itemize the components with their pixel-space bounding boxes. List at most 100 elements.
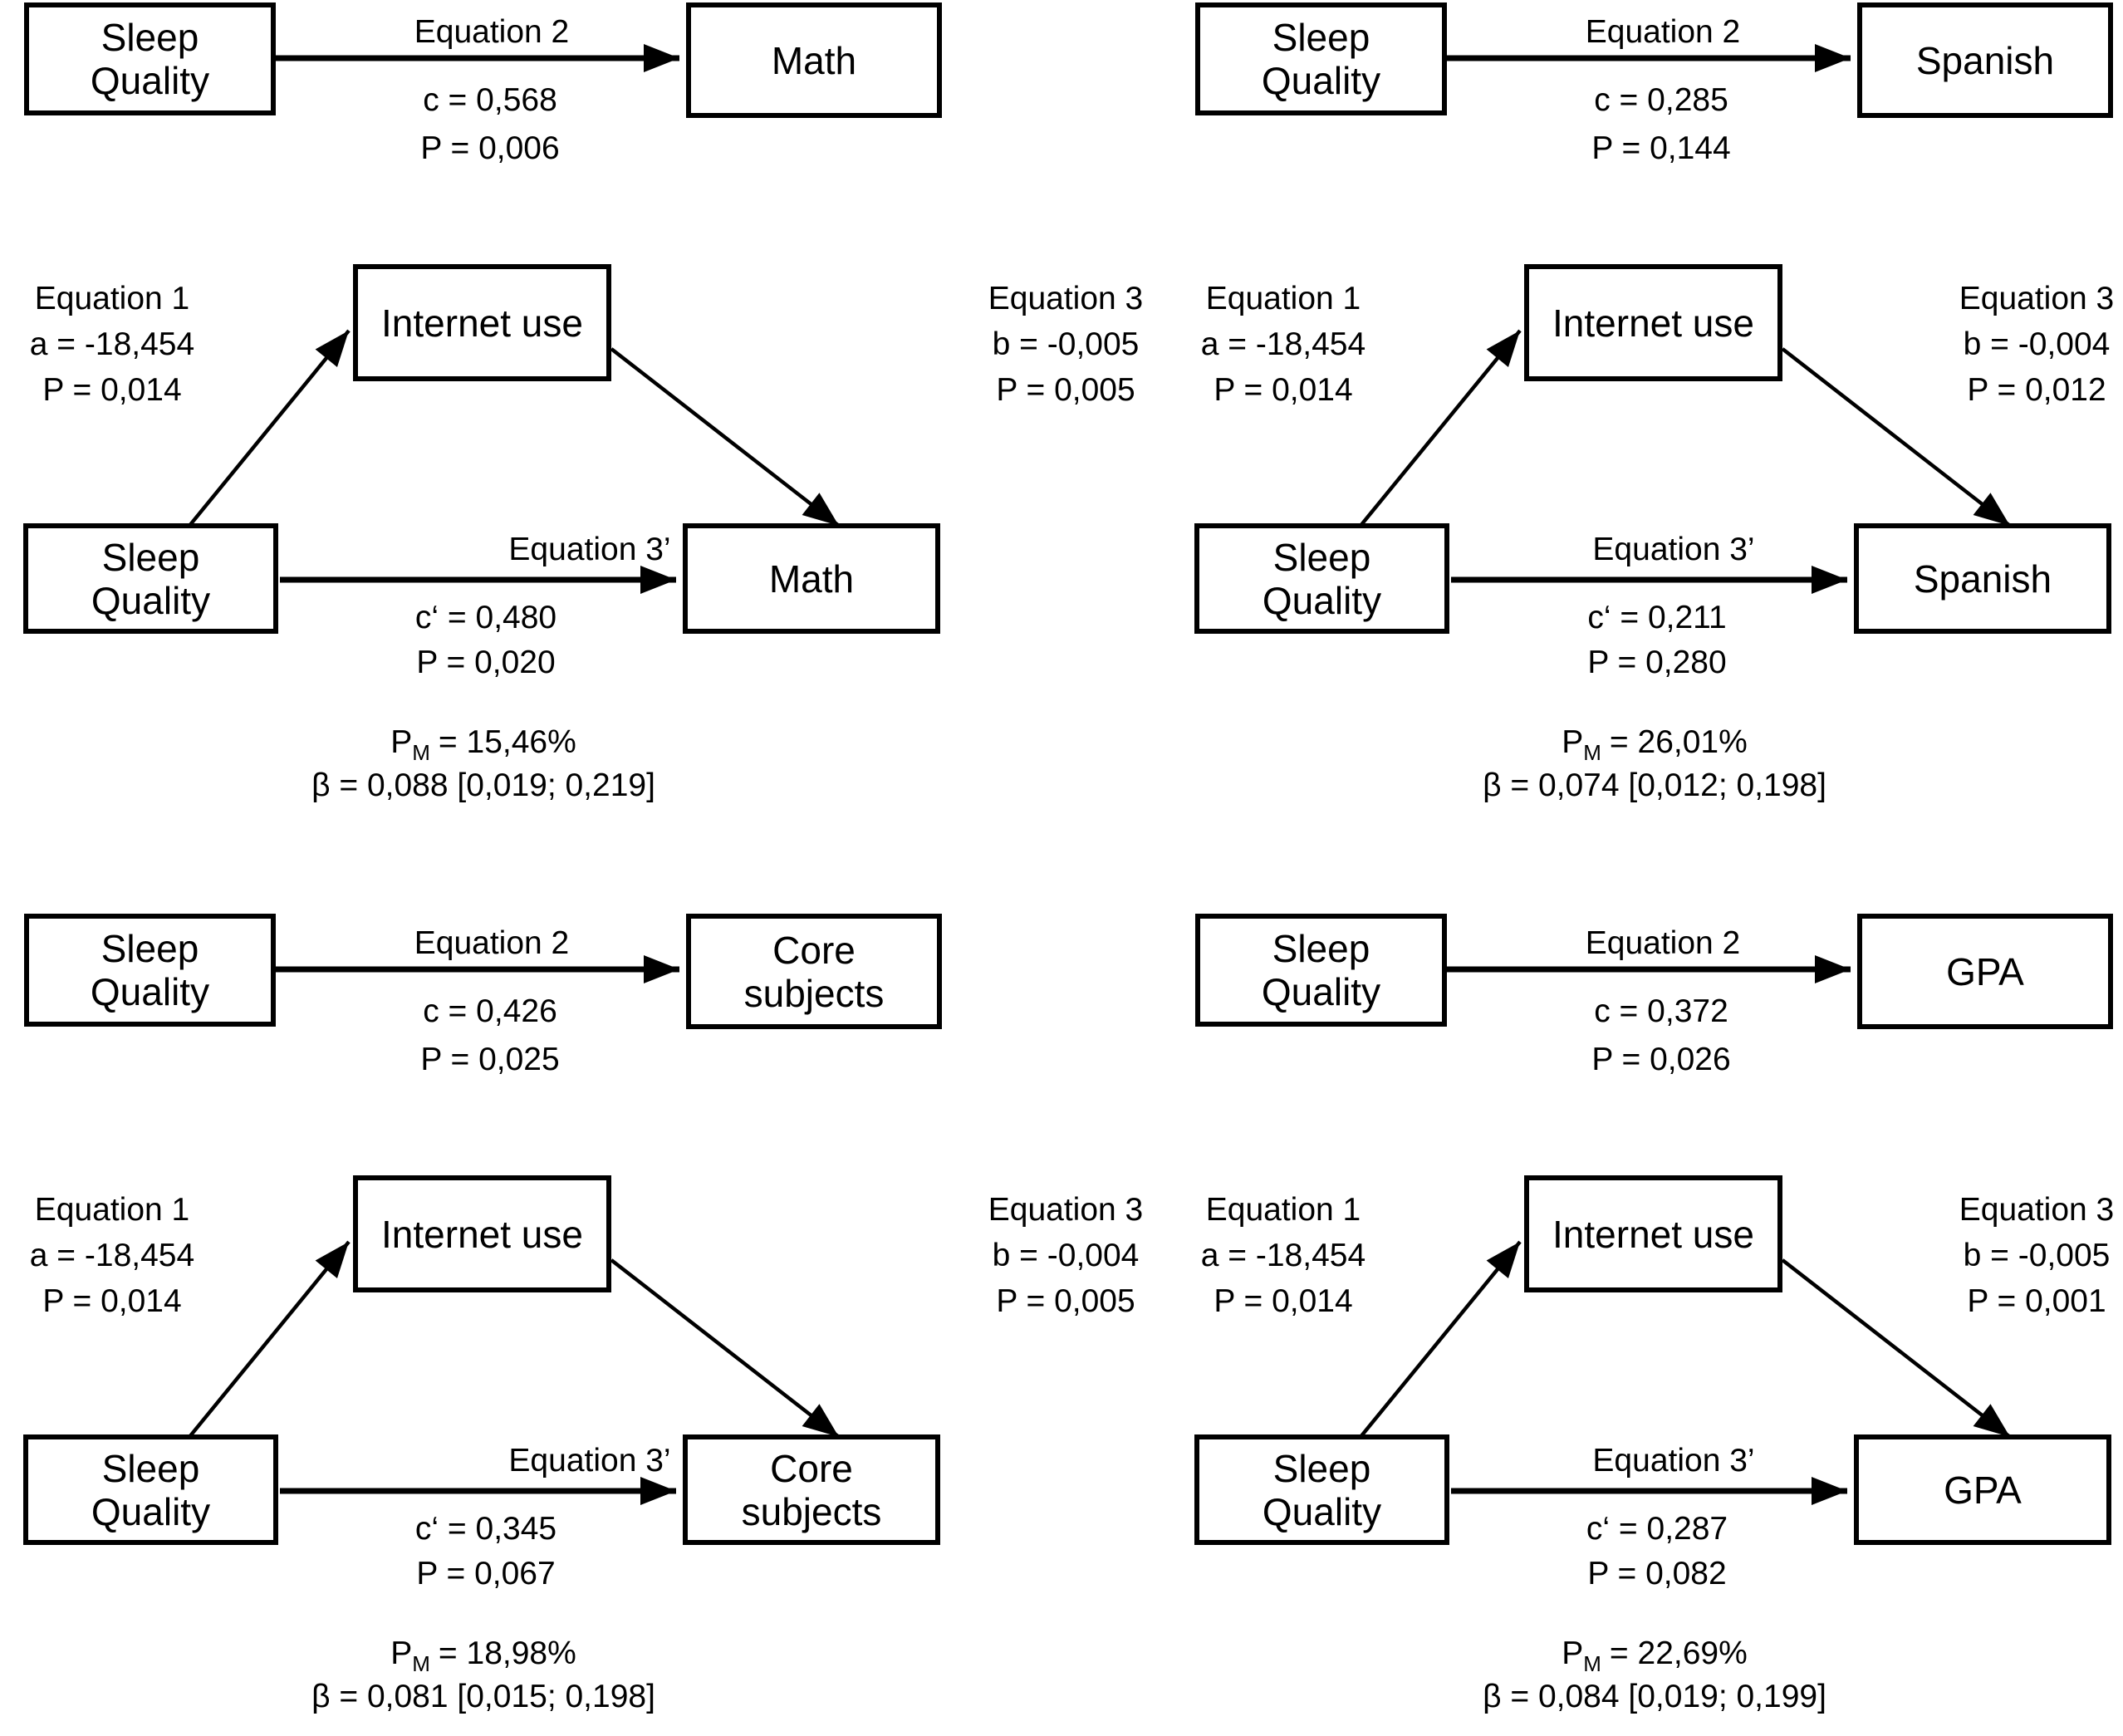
c-coefficient: c = 0,568 <box>423 82 557 118</box>
pm-value: = 15,46% <box>438 724 576 760</box>
outcome-box: Core subjects <box>683 1434 940 1545</box>
outcome-box: Math <box>686 2 942 118</box>
c-prime-coefficient: c‘ = 0,480 <box>414 600 557 635</box>
mediation-panel: Sleep Quality Spanish Equation 2 c = 0,2… <box>1171 0 2123 825</box>
b-p-value: P = 0,012 <box>1967 372 2106 408</box>
pm-symbol: P <box>1562 724 1584 760</box>
b-coefficient: b = -0,004 <box>992 1238 1140 1273</box>
internet-use-box: Internet use <box>353 1175 611 1292</box>
c-p-value: P = 0,144 <box>1591 130 1731 166</box>
equation3-stats: Equation 3 b = -0,005 P = 0,005 <box>933 276 1199 413</box>
equation1-label: Equation 1 <box>1205 1192 1361 1228</box>
indirect-effect-beta: β = 0,081 [0,015; 0,198] <box>311 1679 655 1714</box>
a-coefficient: a = -18,454 <box>1200 1238 1366 1273</box>
equation1-label: Equation 1 <box>34 281 190 316</box>
pm-subscript: M <box>412 1650 430 1676</box>
b-p-value: P = 0,001 <box>1967 1283 2106 1319</box>
pm-value: = 22,69% <box>1609 1635 1748 1671</box>
c-prime-coefficient: c‘ = 0,287 <box>1586 1511 1728 1547</box>
pm-symbol: P <box>1562 1635 1584 1671</box>
equation2-label: Equation 2 <box>414 925 570 961</box>
proportion-mediated: PM = 22,69% <box>1447 1632 1862 1685</box>
c-prime-p-value: P = 0,280 <box>1587 645 1727 680</box>
equation1-stats: Equation 1 a = -18,454 P = 0,014 <box>0 1187 245 1324</box>
sleep-quality-box: Sleep Quality <box>23 523 278 634</box>
c-p-value: P = 0,025 <box>420 1042 560 1077</box>
equation2-label: Equation 2 <box>1585 925 1741 961</box>
b-path-arrow <box>1781 1258 2012 1439</box>
a-path-arrow <box>1359 329 1522 527</box>
equation3prime-label: Equation 3’ <box>508 1443 671 1479</box>
arrows-layer <box>1359 44 2012 594</box>
b-path-arrow <box>610 1258 841 1439</box>
pm-value: = 18,98% <box>438 1635 576 1671</box>
a-p-value: P = 0,014 <box>1213 1283 1353 1319</box>
mediation-panel: Sleep Quality Core subjects Equation 2 c… <box>0 911 1143 1736</box>
b-path-arrow <box>1781 347 2012 527</box>
c-prime-p-value: P = 0,020 <box>416 645 556 680</box>
sleep-quality-box: Sleep Quality <box>24 2 276 115</box>
mediation-panel: Sleep Quality Math Equation 2 c = 0,568 … <box>0 0 1143 825</box>
b-p-value: P = 0,005 <box>996 372 1135 408</box>
indirect-effect-beta: β = 0,088 [0,019; 0,219] <box>311 767 655 803</box>
outcome-box: Math <box>683 523 940 634</box>
a-path-arrow <box>188 1240 351 1439</box>
b-coefficient: b = -0,005 <box>992 326 1140 362</box>
proportion-mediated: PM= 26,01% <box>1447 721 1862 774</box>
sleep-quality-box: Sleep Quality <box>1194 1434 1449 1545</box>
internet-use-box: Internet use <box>353 264 611 381</box>
outcome-box: Spanish <box>1854 523 2111 634</box>
sleep-quality-box: Sleep Quality <box>1195 914 1447 1027</box>
c-p-value: P = 0,026 <box>1591 1042 1731 1077</box>
pm-symbol: P <box>390 1635 413 1671</box>
c-prime-p-value: P = 0,082 <box>1587 1556 1727 1591</box>
a-path-arrow <box>1359 1240 1522 1439</box>
a-path-arrow <box>188 329 351 527</box>
arrows-layer <box>188 955 841 1505</box>
pm-value: = 26,01% <box>1609 724 1748 760</box>
b-coefficient: b = -0,004 <box>1963 326 2111 362</box>
c-prime-coefficient: c‘ = 0,345 <box>414 1511 557 1547</box>
c-prime-coefficient: c‘ = 0,211 <box>1587 600 1727 635</box>
a-p-value: P = 0,014 <box>42 372 182 408</box>
equation3prime-label: Equation 3’ <box>1592 532 1755 567</box>
equation3-label: Equation 3 <box>988 281 1144 316</box>
c-coefficient: c = 0,426 <box>423 993 557 1029</box>
outcome-box: GPA <box>1857 914 2113 1029</box>
arrows-layer <box>1359 955 2012 1505</box>
sleep-quality-box: Sleep Quality <box>1195 2 1447 115</box>
sleep-quality-box: Sleep Quality <box>24 914 276 1027</box>
equation1-stats: Equation 1 a = -18,454 P = 0,014 <box>1150 1187 1416 1324</box>
outcome-box: Spanish <box>1857 2 2113 118</box>
b-p-value: P = 0,005 <box>996 1283 1135 1319</box>
indirect-effect-beta: β = 0,074 [0,012; 0,198] <box>1483 767 1826 803</box>
equation3-stats: Equation 3 b = -0,004 P = 0,012 <box>1904 276 2123 413</box>
b-path-arrow <box>610 347 841 527</box>
indirect-effect-beta: β = 0,084 [0,019; 0,199] <box>1483 1679 1826 1714</box>
a-p-value: P = 0,014 <box>42 1283 182 1319</box>
equation2-label: Equation 2 <box>414 14 570 50</box>
equation1-label: Equation 1 <box>34 1192 190 1228</box>
a-coefficient: a = -18,454 <box>29 326 195 362</box>
equation1-stats: Equation 1 a = -18,454 P = 0,014 <box>0 276 245 413</box>
c-coefficient: c = 0,285 <box>1594 82 1728 118</box>
equation3-stats: Equation 3 b = -0,004 P = 0,005 <box>933 1187 1199 1324</box>
equation3-label: Equation 3 <box>1959 1192 2115 1228</box>
mediation-panel: Sleep Quality GPA Equation 2 c = 0,372 P… <box>1171 911 2123 1736</box>
proportion-mediated: PM = 18,98% <box>276 1632 691 1685</box>
sleep-quality-box: Sleep Quality <box>1194 523 1449 634</box>
a-coefficient: a = -18,454 <box>1200 326 1366 362</box>
pm-subscript: M <box>1583 1650 1601 1676</box>
internet-use-box: Internet use <box>1524 264 1782 381</box>
equation2-label: Equation 2 <box>1585 14 1741 50</box>
arrows-layer <box>188 44 841 594</box>
sleep-quality-box: Sleep Quality <box>23 1434 278 1545</box>
a-coefficient: a = -18,454 <box>29 1238 195 1273</box>
internet-use-box: Internet use <box>1524 1175 1782 1292</box>
equation3-label: Equation 3 <box>1959 281 2115 316</box>
equation3-stats: Equation 3 b = -0,005 P = 0,001 <box>1904 1187 2123 1324</box>
equation1-label: Equation 1 <box>1205 281 1361 316</box>
equation3prime-label: Equation 3’ <box>1592 1443 1755 1479</box>
c-coefficient: c = 0,372 <box>1594 993 1728 1029</box>
